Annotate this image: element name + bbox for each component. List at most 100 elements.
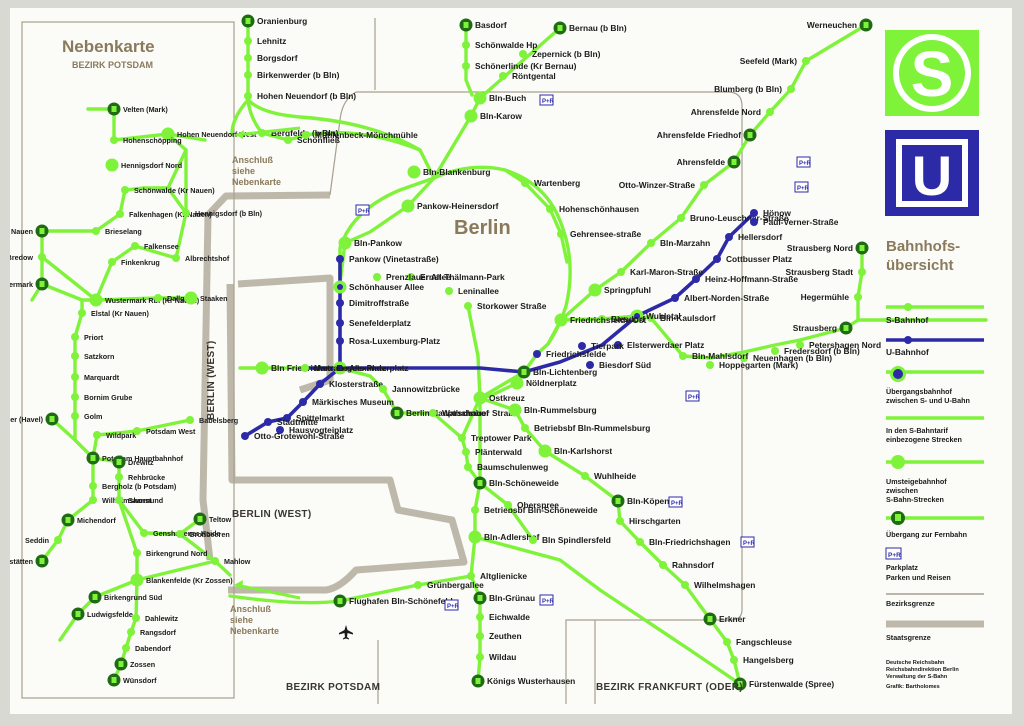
- airplane-icon: [339, 625, 353, 640]
- station-label: Bln-Mahlsdorf: [692, 351, 749, 361]
- s-station-dot: [301, 364, 309, 372]
- station: Marquardt: [71, 373, 120, 382]
- station-label: Rahnsdorf: [672, 560, 714, 570]
- station-label: Erkner: [719, 614, 746, 624]
- train-icon: [863, 22, 869, 28]
- parking-icon: P+R: [539, 94, 555, 106]
- svg-text:P+R: P+R: [358, 209, 371, 215]
- station-label: Neuenhagen (b Bln): [753, 353, 832, 363]
- station-label: Zossen: [130, 660, 155, 669]
- s-station-dot: [521, 179, 529, 187]
- station: Otto-Grotewohl-Straße: [241, 431, 345, 441]
- s-station-dot: [681, 581, 689, 589]
- station: Genshagener Heide: [140, 529, 221, 538]
- station-label: Treptower Park: [471, 433, 532, 443]
- s-station-dot: [458, 434, 466, 442]
- train-icon: [475, 678, 481, 684]
- station-label: Albrechtshof: [185, 254, 230, 263]
- anschluss-north: Anschluß siehe Nebenkarte: [232, 126, 301, 187]
- station-label: Falkensee: [144, 242, 179, 251]
- s-station-dot: [133, 427, 141, 435]
- station-label: Bredow: [10, 253, 33, 262]
- anschluss-1-line2: siehe: [232, 166, 255, 176]
- station: Elstal (Kr Nauen): [78, 309, 150, 318]
- station: Borgsdorf: [244, 53, 298, 63]
- s-station-dot: [659, 561, 667, 569]
- train-icon: [65, 517, 71, 523]
- station: Rahnsdorf: [659, 560, 714, 570]
- station: Heinz-Hoffmann-Straße: [692, 274, 798, 284]
- s-station-dot: [723, 638, 731, 646]
- region-berlin-west: BERLIN (WEST): [232, 509, 311, 520]
- station-label: Michendorf: [77, 516, 116, 525]
- station: Hausvogteiplatz: [276, 425, 353, 435]
- s-station-dot: [78, 309, 86, 317]
- station-label: Prenzlauer Allee: [386, 272, 451, 282]
- station: Golm: [71, 412, 102, 421]
- station-label: Wilhelmshorst: [102, 496, 152, 505]
- station: Brieselang: [92, 227, 142, 236]
- s-station-dot: [700, 181, 708, 189]
- train-icon: [707, 616, 713, 622]
- anschluss-1-line1: Anschluß: [232, 155, 274, 165]
- station-label: Nauen: [11, 227, 33, 236]
- station-label: Plänterwald: [475, 447, 522, 457]
- station-label: Friedrichsfelde Ost: [570, 315, 647, 325]
- station: Schönerlinde (Kr Bernau): [462, 61, 577, 71]
- u-station-dot: [614, 341, 622, 349]
- station: Springpfuhl: [588, 283, 651, 297]
- station: Petershagen Nord: [796, 340, 881, 350]
- s-station-dot: [617, 268, 625, 276]
- station: Hennigsdorf (b Bln): [182, 209, 263, 218]
- station: Zossen: [114, 657, 155, 671]
- station: Oberspree: [504, 500, 559, 510]
- station-label: Finkenkrug: [121, 258, 160, 267]
- s-station-dot: [54, 536, 62, 544]
- s-bahn-logo-icon: S: [885, 30, 979, 116]
- station-label: Strausberg Stadt: [786, 267, 854, 277]
- station: Hangelsberg: [730, 655, 794, 665]
- station: Strausberg: [793, 321, 853, 335]
- station-label: Schönwalde (Kr Nauen): [134, 186, 215, 195]
- svg-text:einbezogene Strecken: einbezogene Strecken: [886, 435, 962, 444]
- s-station-dot: [38, 253, 46, 261]
- station: Wildpark: [93, 431, 136, 440]
- station: Betriebsbf Bln-Schöneweide: [471, 505, 598, 515]
- station-label: Bln-Friedrichshagen: [649, 537, 730, 547]
- station: Zeuthen: [476, 631, 522, 641]
- station: Bln-Mahlsdorf: [679, 351, 749, 361]
- s-station-dot: [598, 315, 606, 323]
- parking-icon: P+R: [355, 204, 371, 216]
- station: Wilhelmshorst: [89, 496, 152, 505]
- s-station-dot: [464, 302, 472, 310]
- network-map: OranienburgLehnitzBorgsdorfBirkenwerder …: [10, 14, 988, 704]
- parking-icon: P+R: [794, 181, 810, 193]
- s-station-dot: [706, 361, 714, 369]
- station: Friedrichsfelde: [533, 349, 606, 359]
- s-station-dot: [244, 71, 252, 79]
- station-label: Golm: [84, 412, 102, 421]
- svg-text:S-Bahn-Strecken: S-Bahn-Strecken: [886, 495, 944, 504]
- s-station-dot: [740, 354, 748, 362]
- parking-icon: P+R: [444, 599, 460, 611]
- station-label: Märkisches Museum: [312, 397, 394, 407]
- station-label: Priort: [84, 333, 104, 342]
- station: Prenzlauer Allee: [373, 272, 451, 282]
- station: Betriebsbf Bln-Rummelsburg: [521, 423, 650, 433]
- u-station-dot: [692, 275, 700, 283]
- legend-tarif: In den S-Bahntarif einbezogene Strecken: [886, 416, 984, 444]
- u-station-dot: [578, 342, 586, 350]
- station-label: Gehrensee-straße: [570, 229, 642, 239]
- station-label: Wustermark Rbf (Kr Nauen): [105, 296, 200, 305]
- s-station-dot: [133, 549, 141, 557]
- u-station-dot: [336, 255, 344, 263]
- nebenkarte-title: Nebenkarte: [62, 37, 155, 56]
- train-icon: [859, 245, 865, 251]
- s-station-dot: [647, 314, 655, 322]
- station-label: Tierpark: [591, 341, 624, 351]
- station: Mahlow: [211, 557, 251, 566]
- u-station-dot: [586, 361, 594, 369]
- station-label: Fürstenwalde (Spree): [749, 679, 834, 689]
- station: Ahrensfelde: [677, 155, 741, 169]
- parking-icon: P+R: [740, 536, 756, 548]
